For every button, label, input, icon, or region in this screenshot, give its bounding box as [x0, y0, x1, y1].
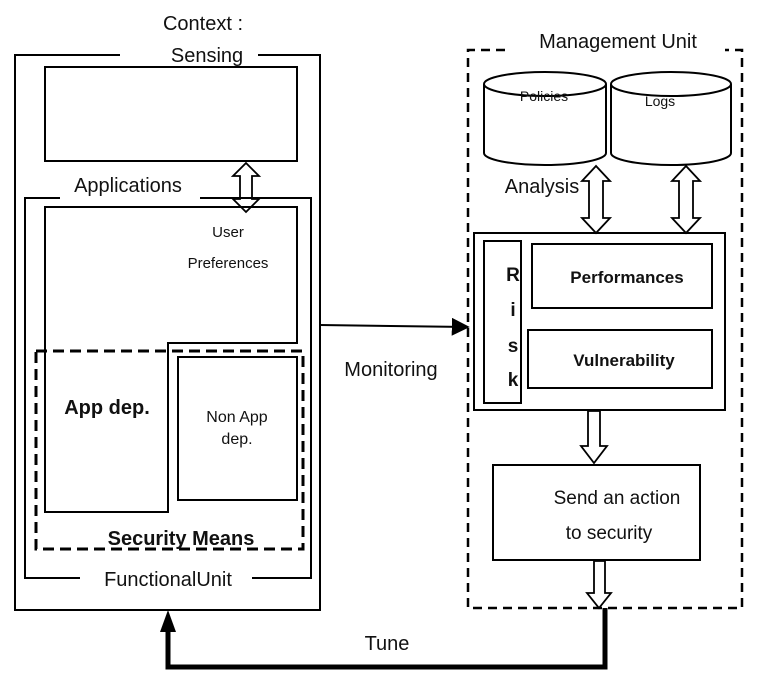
logs-cylinder [610, 71, 732, 166]
monitoring-label: Monitoring [344, 359, 437, 381]
risk-letter-r: R [506, 265, 520, 286]
risk-letter-k: k [508, 370, 519, 391]
analysis-box [473, 232, 726, 411]
policies-analysis-double-arrow [579, 164, 613, 235]
security-means-box [34, 349, 305, 551]
policies-cylinder [483, 71, 607, 166]
send-action-line1: Send an action [554, 488, 681, 509]
user-preferences-line1: User [212, 224, 244, 241]
context-sensing-box [14, 54, 321, 611]
analysis-send-action-arrow [579, 410, 609, 465]
logs-label: Logs [645, 93, 675, 109]
risk-box [483, 240, 522, 404]
functional-unit-label: FunctionalUnit [104, 569, 232, 591]
vulnerability-label: Vulnerability [573, 351, 675, 370]
user-preferences-line2: Preferences [188, 255, 269, 272]
monitoring-arrow [319, 317, 470, 336]
security-means-label: Security Means [108, 528, 255, 550]
user-preferences-region [44, 206, 298, 513]
logs-analysis-double-arrow [669, 164, 703, 235]
sensing-title: Sensing [171, 45, 243, 67]
send-action-output-arrow [585, 560, 613, 610]
risk-letter-s: s [508, 336, 519, 357]
management-unit-label: Management Unit [539, 31, 697, 53]
send-action-line2: to security [566, 523, 653, 544]
tune-feedback-line [165, 608, 608, 670]
performances-label: Performances [570, 268, 683, 287]
analysis-label: Analysis [505, 176, 579, 198]
policies-label: Policies [520, 88, 568, 104]
sensing-applications-double-arrow [230, 161, 262, 214]
non-app-dep-line1: Non App [206, 409, 267, 426]
applications-box [24, 197, 312, 579]
vulnerability-box [527, 329, 713, 389]
risk-letter-i: i [510, 300, 515, 321]
tune-label: Tune [365, 633, 410, 655]
management-unit-box [466, 48, 744, 610]
app-dep-label: App dep. [64, 397, 150, 419]
send-action-box [492, 464, 701, 561]
sensing-box [44, 66, 298, 162]
tune-arrowhead [160, 610, 176, 632]
non-app-dep-line2: dep. [221, 431, 252, 448]
non-app-dep-box [177, 356, 298, 501]
applications-label: Applications [74, 175, 182, 197]
performances-box [531, 243, 713, 309]
context-title: Context : [163, 13, 243, 35]
